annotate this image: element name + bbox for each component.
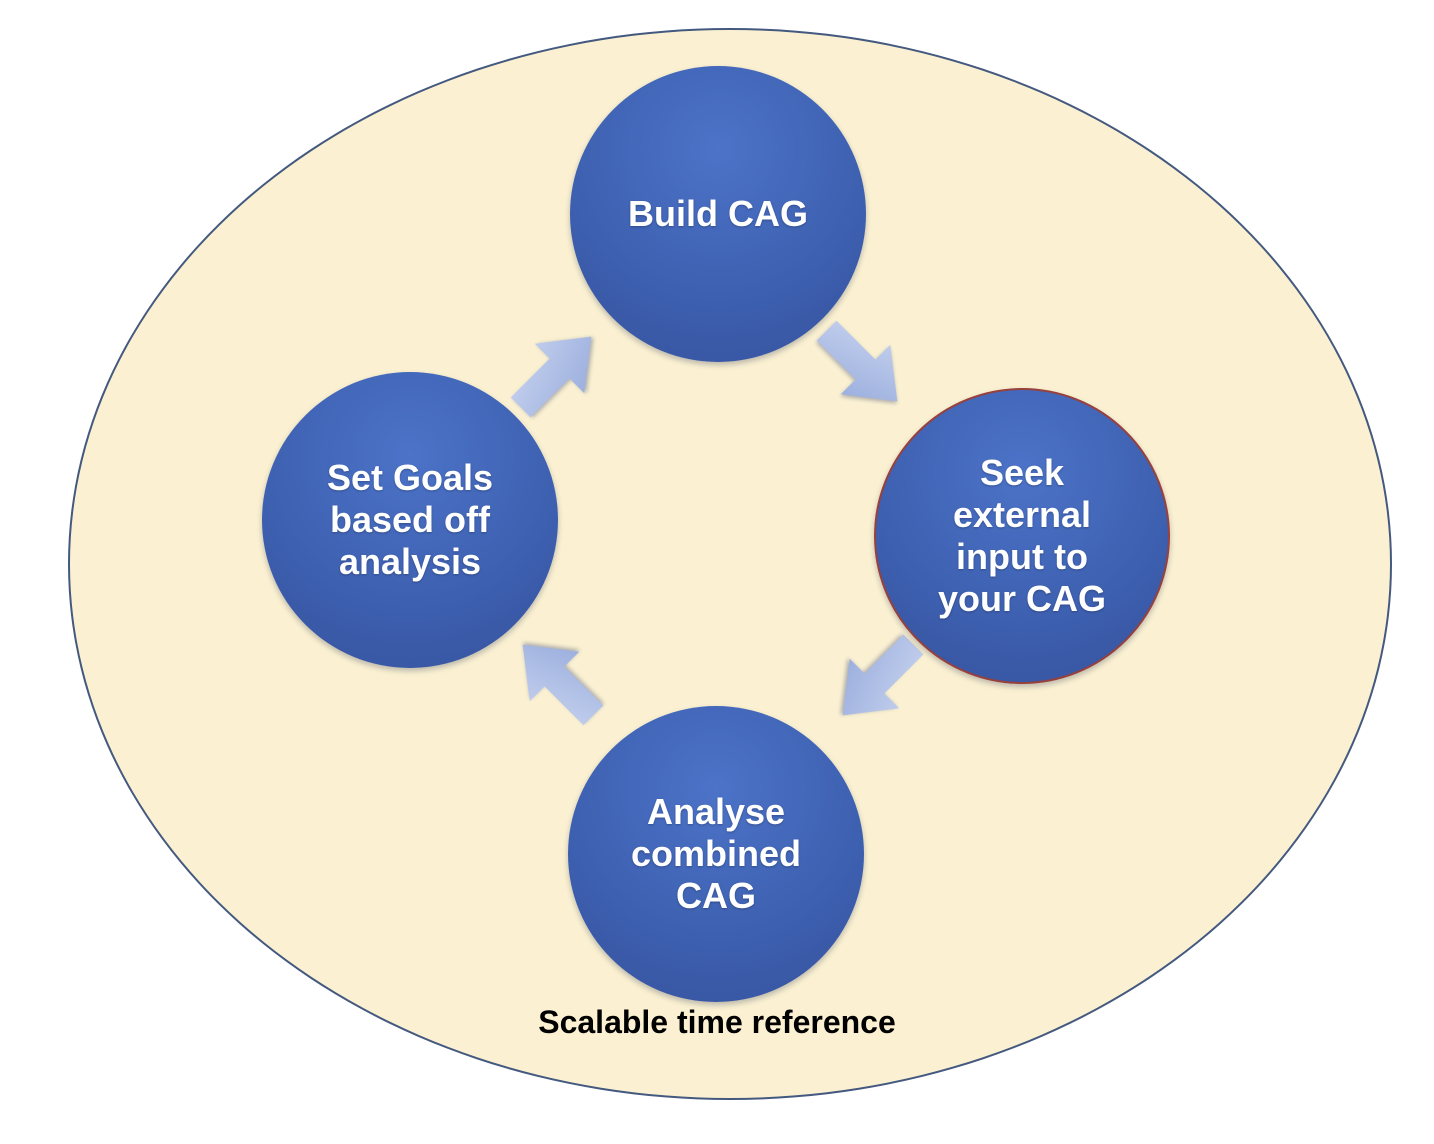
node-set-goals-label: Set Goals based off analysis [326,456,494,583]
arrow-analyse-to-set-goals-icon [498,620,618,740]
node-seek-external-input: Seek external input to your CAG [874,388,1170,684]
arrow-build-to-seek-icon [802,306,922,426]
arrow-set-goals-to-build-icon [496,312,616,432]
node-analyse-combined-cag: Analyse combined CAG [568,706,864,1002]
node-build-cag: Build CAG [570,66,866,362]
node-build-cag-label: Build CAG [628,192,808,234]
arrow-seek-to-analyse-icon [818,620,938,740]
node-analyse-combined-cag-label: Analyse combined CAG [630,790,801,917]
node-seek-external-input-label: Seek external input to your CAG [937,451,1106,620]
time-reference-label: Scalable time reference [538,1004,896,1040]
node-set-goals: Set Goals based off analysis [262,372,558,668]
